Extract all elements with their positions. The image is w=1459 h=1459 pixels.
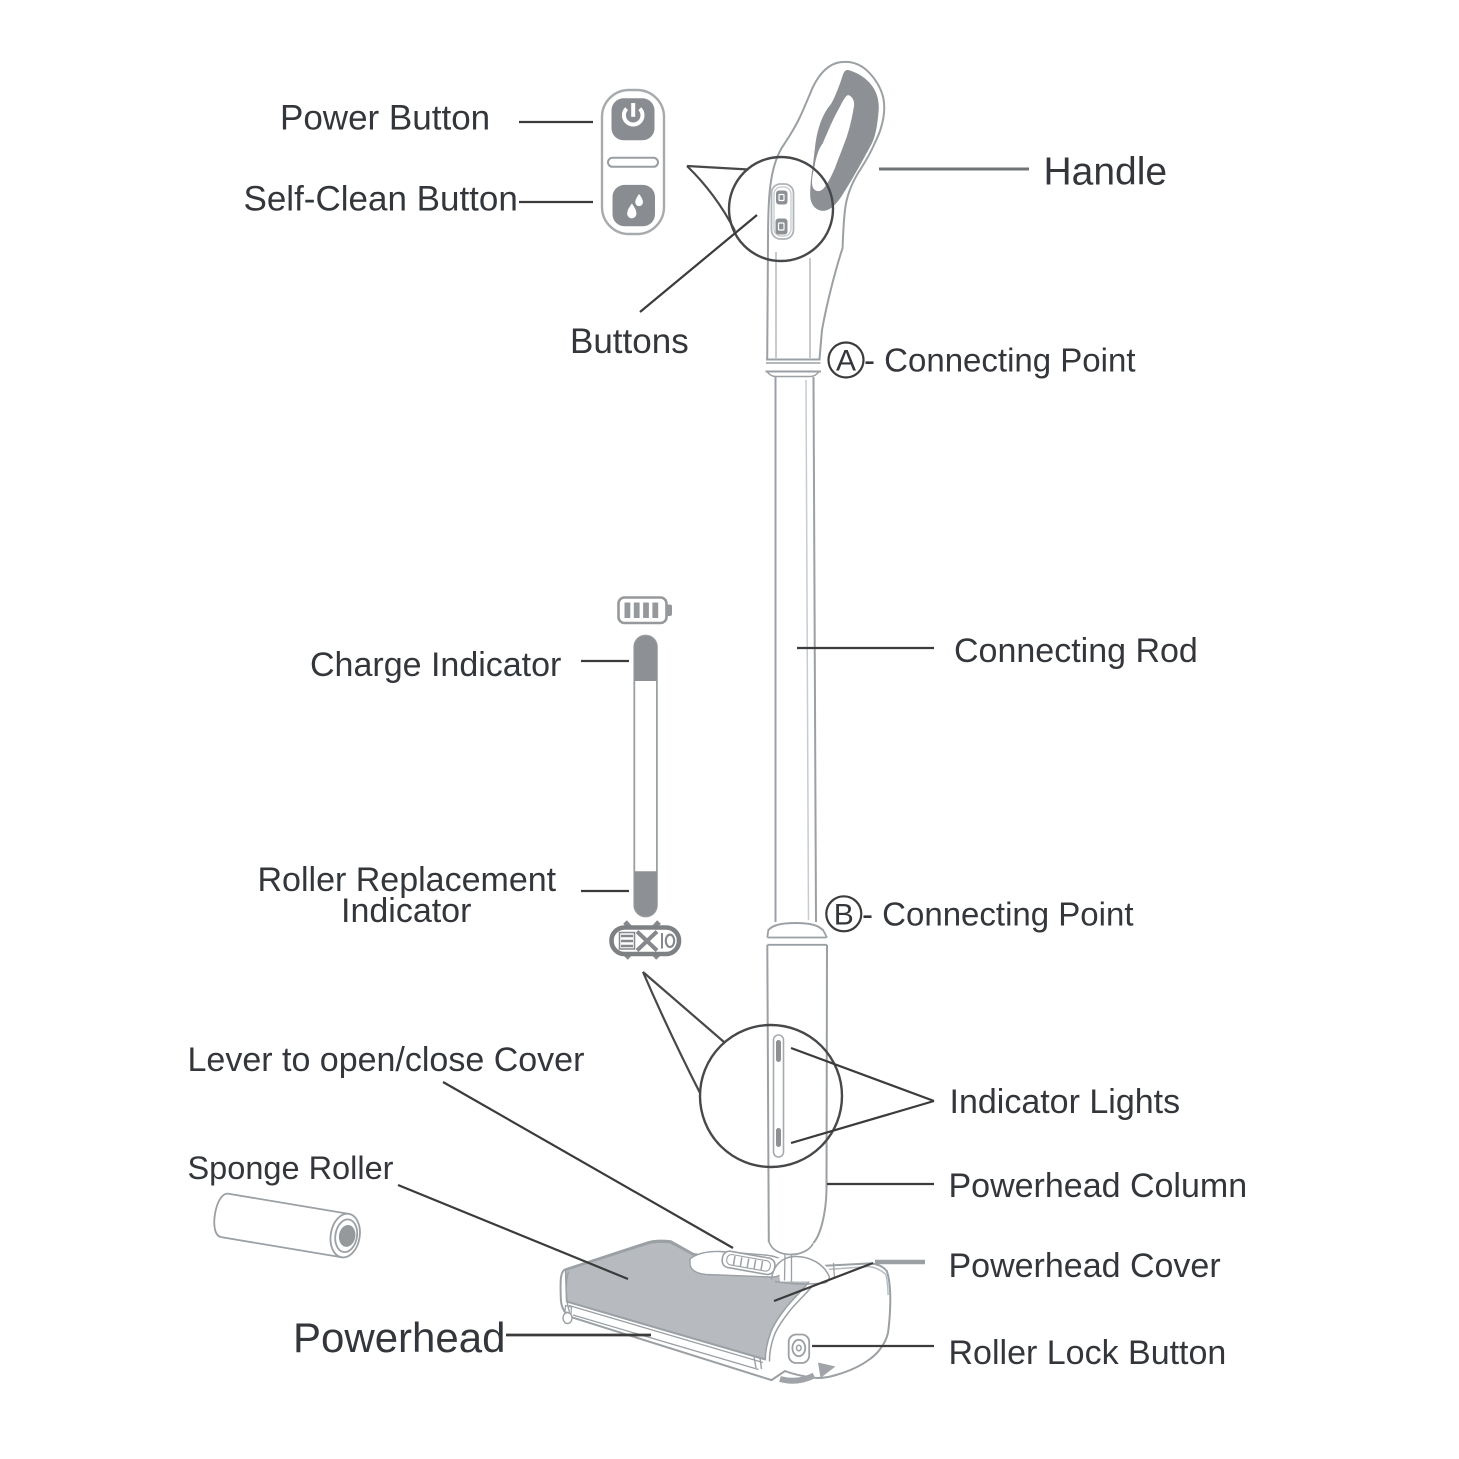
svg-text:Powerhead Column: Powerhead Column	[949, 1167, 1248, 1205]
svg-text:Charge Indicator: Charge Indicator	[310, 646, 561, 684]
svg-text:Self-Clean Button: Self-Clean Button	[244, 180, 518, 219]
svg-text:Connecting Rod: Connecting Rod	[954, 632, 1198, 670]
svg-text:Buttons: Buttons	[570, 322, 689, 361]
svg-text:Indicator Lights: Indicator Lights	[950, 1083, 1181, 1121]
svg-text:Roller Replacement: Roller Replacement	[258, 861, 557, 899]
svg-text:Sponge Roller: Sponge Roller	[188, 1150, 394, 1186]
svg-text:Powerhead: Powerhead	[293, 1314, 505, 1361]
svg-text:A: A	[836, 345, 856, 378]
svg-text:Powerhead Cover: Powerhead Cover	[949, 1247, 1221, 1285]
svg-text:B: B	[834, 899, 854, 932]
svg-text:- Connecting Point: - Connecting Point	[864, 342, 1136, 379]
svg-text:Handle: Handle	[1044, 151, 1168, 194]
svg-text:Lever to open/close Cover: Lever to open/close Cover	[188, 1041, 585, 1079]
svg-text:Indicator: Indicator	[341, 892, 471, 930]
svg-text:Power Button: Power Button	[280, 99, 490, 138]
svg-text:- Connecting Point: - Connecting Point	[862, 896, 1134, 933]
svg-text:Roller Lock Button: Roller Lock Button	[949, 1334, 1227, 1372]
